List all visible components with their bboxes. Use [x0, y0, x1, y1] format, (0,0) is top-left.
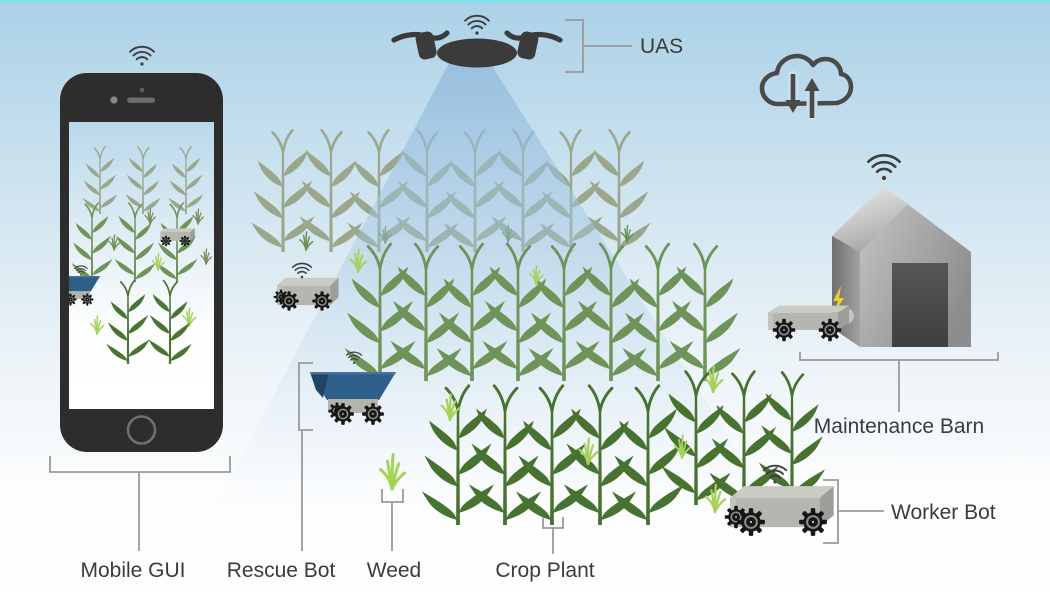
up-arrow-icon	[804, 78, 820, 118]
cloud-upload-download-icon	[759, 53, 854, 122]
right-motor	[517, 31, 539, 60]
proximity-sensor-dot	[139, 87, 145, 93]
rescue-bot-label: Rescue Bot	[227, 559, 336, 582]
left-motor	[415, 31, 437, 60]
barn-roof	[832, 187, 908, 252]
mobile-gui-callout: Mobile GUI	[49, 456, 231, 582]
weed-label: Weed	[367, 559, 421, 582]
maintenance-barn-label: Maintenance Barn	[814, 415, 984, 438]
rescue-bot-callout: Rescue Bot	[227, 362, 336, 582]
uas-label: UAS	[640, 35, 683, 58]
drone-body	[437, 38, 517, 68]
front-camera	[110, 96, 118, 104]
home-button[interactable]	[126, 415, 157, 445]
worker-bot-label: Worker Bot	[891, 501, 996, 524]
lightning-bolt-icon	[833, 286, 844, 313]
maintenance-barn-icon	[768, 187, 971, 347]
right-prop-hub	[527, 33, 533, 39]
worker-bot-callout: Worker Bot	[823, 479, 996, 544]
uas-callout: UAS	[565, 19, 683, 73]
barn-door[interactable]	[892, 263, 948, 347]
phone-screen[interactable]	[52, 122, 214, 409]
left-prop-hub	[421, 33, 427, 39]
mobile-gui-label: Mobile GUI	[80, 559, 185, 582]
quadcopter-drone-icon	[391, 30, 563, 68]
weed-callout: Weed	[367, 489, 421, 582]
mobile-phone	[52, 73, 223, 452]
maintenance-barn-callout: Maintenance Barn	[799, 352, 999, 438]
crop-plant-callout: Crop Plant	[495, 517, 595, 582]
down-arrow-icon	[785, 74, 801, 113]
crop-plant-label: Crop Plant	[495, 559, 594, 582]
speaker-slot	[127, 97, 155, 103]
top-edge-strip	[0, 0, 1050, 3]
